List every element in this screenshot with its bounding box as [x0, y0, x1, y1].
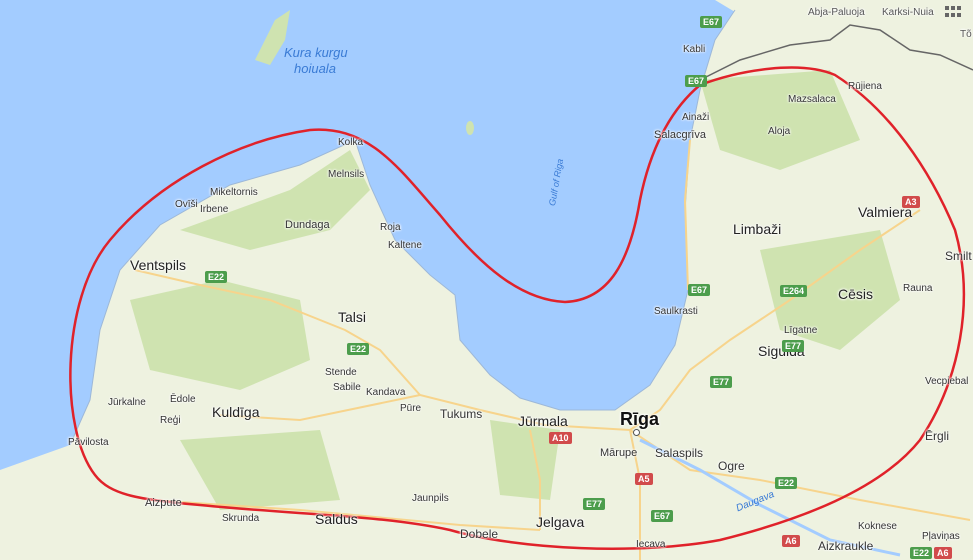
place-salacgriva[interactable]: Salacgrīva [654, 129, 706, 141]
city-jelgava[interactable]: Jelgava [536, 514, 585, 530]
place-karksi[interactable]: Karksi-Nuia [882, 7, 934, 18]
road-shield-e67-saulkrasti: E67 [688, 284, 711, 296]
road-shield-a10: A10 [549, 432, 572, 444]
place-kolka[interactable]: Kolka [338, 137, 364, 148]
road-shield-e67-mid: E67 [685, 75, 708, 87]
city-saldus[interactable]: Saldus [315, 511, 358, 527]
place-rujiena[interactable]: Rūjiena [848, 81, 882, 92]
place-kaltene[interactable]: Kaltene [388, 240, 422, 251]
place-jaunpils[interactable]: Jaunpils [412, 493, 449, 504]
place-plavinas[interactable]: Pļaviņas [922, 531, 960, 542]
place-irbene[interactable]: Irbene [200, 204, 229, 215]
daugava-river [639, 438, 901, 557]
road-shield-e67-south: E67 [651, 510, 674, 522]
city-ergli[interactable]: Ērgli [925, 429, 950, 443]
city-riga[interactable]: Rīga [620, 409, 660, 429]
city-limbazi[interactable]: Limbaži [733, 221, 782, 237]
road-shield-e264: E264 [780, 285, 808, 297]
place-jurkalne[interactable]: Jūrkalne [108, 397, 146, 408]
road-shield-e22-ventspils: E22 [205, 271, 228, 283]
city-ogre[interactable]: Ogre [718, 459, 745, 473]
place-ainazi[interactable]: Ainaži [682, 112, 710, 123]
place-pure[interactable]: Pūre [400, 403, 422, 414]
road-network [134, 139, 971, 560]
place-ovisi[interactable]: Ovīši [175, 199, 198, 210]
apps-grid-icon[interactable] [945, 6, 961, 18]
city-vecpiebalga[interactable]: Vecpiebal [925, 376, 969, 387]
kura-label-line1: Kura kurgu [284, 45, 348, 60]
city-marupe[interactable]: Mārupe [600, 447, 638, 459]
islands [255, 10, 474, 135]
place-edole[interactable]: Ēdole [170, 394, 196, 405]
city-aizkraukle[interactable]: Aizkraukle [818, 539, 874, 553]
city-tukums[interactable]: Tukums [440, 407, 483, 421]
country-border [699, 24, 973, 81]
city-kuldiga[interactable]: Kuldīga [212, 404, 260, 420]
place-dundaga[interactable]: Dundaga [285, 219, 330, 231]
road-shield-e22-talsi: E22 [347, 343, 370, 355]
road-shield-e77-riga: E77 [710, 376, 733, 388]
forest-areas [130, 70, 900, 510]
city-talsi[interactable]: Talsi [338, 309, 367, 325]
place-regi[interactable]: Reģi [160, 415, 181, 426]
riga-marker[interactable] [633, 429, 640, 436]
road-shield-a6-2: A6 [934, 547, 952, 559]
road-shield-e77-south: E77 [583, 498, 606, 510]
place-abja[interactable]: Abja-Paluoja [808, 7, 865, 18]
place-ligatne[interactable]: Līgatne [784, 325, 818, 336]
place-kabli[interactable]: Kabli [683, 44, 706, 55]
place-pavilosta[interactable]: Pāvilosta [68, 437, 109, 448]
place-melnsils[interactable]: Melnsils [328, 169, 365, 180]
city-smiltene[interactable]: Smilt [945, 249, 972, 263]
road-shield-a5: A5 [635, 473, 653, 485]
road-shield-e22-ogre: E22 [775, 477, 798, 489]
place-iecava[interactable]: Iecava [636, 539, 666, 550]
place-aizpute[interactable]: Aizpute [145, 497, 182, 509]
city-cesis[interactable]: Cēsis [838, 286, 874, 302]
place-saulkrasti[interactable]: Saulkrasti [654, 306, 698, 317]
place-mazsalaca[interactable]: Mazsalaca [788, 94, 836, 105]
place-skrunda[interactable]: Skrunda [222, 513, 260, 524]
land-area-north [700, 0, 973, 15]
place-to[interactable]: Tõ [960, 29, 972, 40]
city-ventspils[interactable]: Ventspils [130, 257, 187, 273]
road-shield-e22-se: E22 [910, 547, 933, 559]
place-koknese[interactable]: Koknese [858, 521, 897, 532]
city-dobele[interactable]: Dobele [460, 527, 499, 541]
place-aloja[interactable]: Aloja [768, 126, 791, 137]
place-mikeltornis[interactable]: Mikeltornis [210, 187, 258, 198]
place-sabile[interactable]: Sabile [333, 382, 361, 393]
hand-drawn-outline [69, 66, 966, 550]
place-roja[interactable]: Roja [380, 222, 401, 233]
city-jurmala[interactable]: Jūrmala [518, 413, 568, 429]
place-stende[interactable]: Stende [325, 367, 357, 378]
road-shield-e77-sigulda: E77 [782, 340, 805, 352]
road-shield-a3: A3 [902, 196, 920, 208]
road-shield-a6-1: A6 [782, 535, 800, 547]
kura-label-line2: hoiuala [294, 61, 336, 76]
place-rauna[interactable]: Rauna [903, 283, 933, 294]
road-shield-e67-top: E67 [700, 16, 723, 28]
city-valmiera[interactable]: Valmiera [858, 204, 913, 220]
city-salaspils[interactable]: Salaspils [655, 446, 704, 460]
place-kandava[interactable]: Kandava [366, 387, 406, 398]
